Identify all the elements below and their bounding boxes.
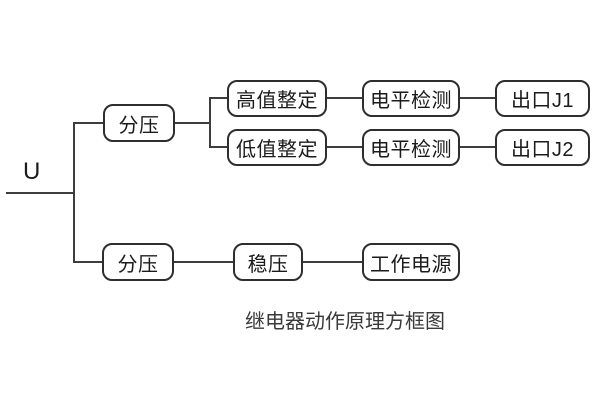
block-wenya: 稳压 — [233, 243, 303, 281]
connector-line — [460, 97, 495, 99]
connector-line — [73, 122, 75, 263]
diagram-caption: 继电器动作原理方框图 — [245, 311, 445, 333]
block-fenya-top: 分压 — [103, 104, 175, 142]
connector-line — [175, 122, 211, 124]
connector-line — [6, 192, 75, 194]
block-dianping-jiance-1: 电平检测 — [362, 80, 460, 117]
connector-line — [209, 97, 211, 148]
block-fenya-bottom: 分压 — [102, 243, 174, 281]
block-dizhi-zhengding: 低值整定 — [227, 129, 327, 166]
block-gongzuo-dianyuan: 工作电源 — [362, 243, 460, 281]
connector-line — [327, 146, 362, 148]
block-gaozhi-zhengding: 高值整定 — [227, 80, 327, 117]
block-chukou-j1: 出口J1 — [495, 80, 590, 117]
input-voltage-label: U — [23, 158, 41, 185]
connector-line — [303, 261, 362, 263]
block-chukou-j2: 出口J2 — [495, 129, 590, 166]
connector-line — [209, 97, 227, 99]
connector-line — [327, 97, 362, 99]
connector-line — [73, 122, 103, 124]
block-dianping-jiance-2: 电平检测 — [362, 129, 460, 166]
connector-line — [174, 261, 233, 263]
connector-line — [209, 146, 227, 148]
connector-line — [460, 146, 495, 148]
connector-line — [73, 261, 102, 263]
